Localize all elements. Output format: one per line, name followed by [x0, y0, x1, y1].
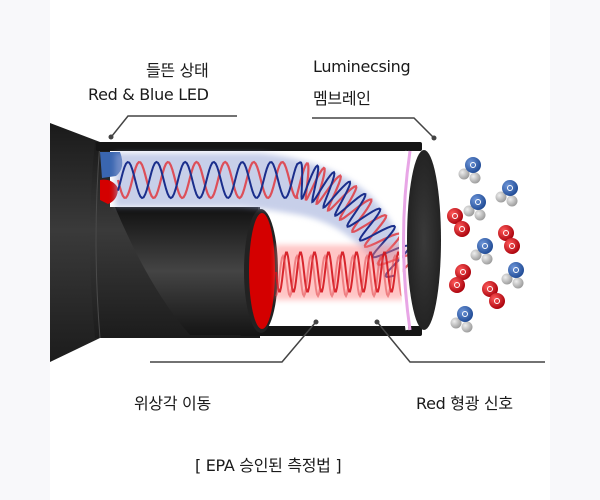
water-molecule	[470, 238, 493, 265]
oxygen-atom	[457, 306, 473, 322]
hydrogen-atom	[495, 191, 507, 203]
leader-lines	[108, 115, 545, 363]
label-luminescing: Luminecsing	[313, 57, 411, 76]
oxygen-atom	[454, 221, 470, 237]
oxygen-molecule	[498, 225, 520, 254]
hydrogen-atom	[481, 253, 493, 265]
oxygen-atom	[508, 262, 524, 278]
hydrogen-atom	[506, 195, 518, 207]
oxygen-atom	[465, 157, 481, 173]
oxygen-atom	[470, 194, 486, 210]
water-molecule	[450, 306, 473, 333]
hydrogen-atom	[474, 209, 486, 221]
leader-fluorescence	[377, 322, 545, 363]
oxygen-atom	[477, 238, 493, 254]
membrane-disc	[407, 150, 441, 330]
water-molecule	[463, 194, 486, 221]
water-molecule	[501, 262, 524, 289]
label-red-fluorescence: Red 형광 신호	[416, 394, 513, 413]
hydrogen-atom	[512, 277, 524, 289]
oxygen-atom	[504, 238, 520, 254]
detector-tube	[115, 207, 278, 335]
oxygen-atom	[482, 281, 498, 297]
red-detector-face	[249, 213, 275, 329]
fluorescence-beam	[275, 245, 405, 300]
caption: [ EPA 승인된 측정법 ]	[195, 456, 342, 475]
water-molecule	[495, 180, 518, 207]
hydrogen-atom	[458, 168, 470, 180]
oxygen-molecule	[449, 264, 471, 293]
oxygen-atom	[498, 225, 514, 241]
label-phase-shift: 위상각 이동	[134, 394, 211, 413]
red-led	[100, 179, 118, 204]
label-excited-state: 들뜬 상태	[146, 61, 209, 80]
oxygen-molecule	[482, 281, 505, 309]
water-molecule	[458, 157, 481, 184]
label-red-blue-led: Red & Blue LED	[88, 85, 209, 104]
oxygen-atom	[489, 293, 505, 309]
oxygen-atom	[449, 277, 465, 293]
hydrogen-atom	[463, 205, 475, 217]
hydrogen-atom	[461, 321, 473, 333]
leader-phase	[150, 322, 316, 363]
molecules	[447, 157, 524, 333]
luminescing-membrane	[399, 150, 441, 331]
leader-membrane	[312, 117, 434, 138]
hydrogen-atom	[501, 273, 513, 285]
hydrogen-atom	[470, 249, 482, 261]
leader-led	[111, 115, 237, 137]
excitation-beam	[115, 153, 417, 278]
oxygen-molecule	[447, 208, 470, 237]
label-membrane: 멤브레인	[313, 89, 371, 108]
hydrogen-atom	[450, 317, 462, 329]
oxygen-atom	[455, 264, 471, 280]
hydrogen-atom	[469, 172, 481, 184]
oxygen-atom	[447, 208, 463, 224]
oxygen-atom	[502, 180, 518, 196]
